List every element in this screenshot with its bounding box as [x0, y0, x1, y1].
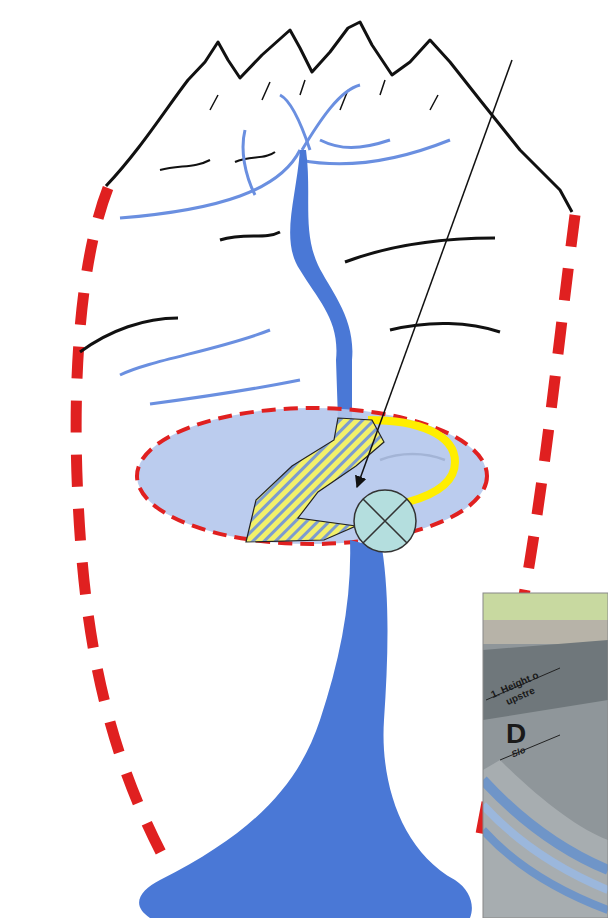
- river: [139, 540, 472, 918]
- pointer-arrow: [357, 60, 512, 487]
- dam-section-photo: [483, 593, 608, 918]
- tributaries: [120, 85, 450, 404]
- dam-symbol: [354, 490, 416, 552]
- photo-frame: [483, 593, 608, 918]
- river: [290, 150, 352, 420]
- mountains: [106, 22, 572, 212]
- reservoir-area: [137, 408, 487, 544]
